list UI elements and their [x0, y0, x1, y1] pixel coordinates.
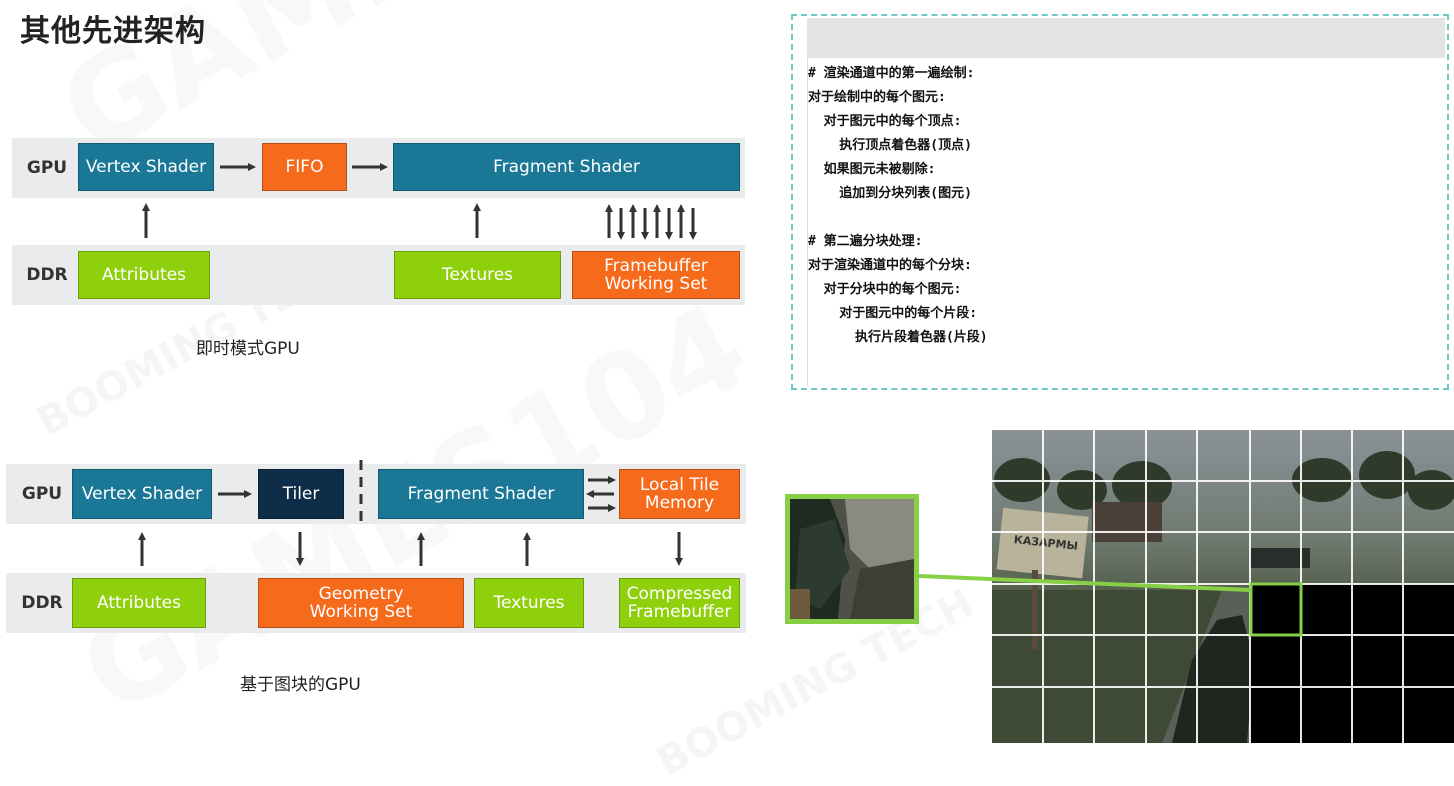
tbr-textures-box: Textures: [474, 578, 584, 628]
tbr-textures-label: Textures: [493, 593, 565, 613]
page-title: 其他先进架构: [20, 14, 206, 49]
tbr-local-tile-line1: Local Tile: [639, 475, 720, 495]
imr-fragment-shader-box: Fragment Shader: [393, 143, 740, 191]
imr-textures-box: Textures: [394, 251, 561, 299]
imr-framebuffer-box: Framebuffer Working Set: [572, 251, 740, 299]
tbr-geometry-box: Geometry Working Set: [258, 578, 464, 628]
imr-framebuffer-label: Framebuffer Working Set: [604, 257, 708, 293]
zoomed-tile-thumbnail: [785, 494, 919, 624]
imr-fragment-shader-label: Fragment Shader: [493, 157, 640, 177]
game-scene: КАЗАРМЫ: [992, 430, 1454, 743]
code-line: 执行片段着色器(片段): [808, 330, 988, 345]
code-line: 对于图元中的每个顶点:: [808, 114, 962, 129]
pseudocode-header: [807, 18, 1445, 58]
imr-framebuffer-line1: Framebuffer: [604, 256, 708, 276]
tbr-compressed-framebuffer-label: Compressed Framebuffer: [627, 585, 733, 621]
code-line: 如果图元未被剔除:: [808, 162, 936, 177]
sign-pole: [1032, 570, 1038, 650]
zoomed-tile-image: [790, 499, 914, 619]
imr-caption: 即时模式GPU: [196, 339, 300, 359]
imr-ddr-label: DDR: [26, 265, 68, 285]
tbr-vertex-shader-box: Vertex Shader: [72, 469, 212, 519]
player-character: [1172, 615, 1254, 743]
imr-attributes-box: Attributes: [78, 251, 210, 299]
zoom-connector: [918, 574, 1252, 592]
pseudocode-body: # 渲染通道中的第一遍绘制: 对于绘制中的每个图元: 对于图元中的每个顶点: 执…: [807, 58, 1445, 386]
code-line: 追加到分块列表(图元): [808, 186, 972, 201]
imr-fifo-label: FIFO: [285, 157, 324, 177]
imr-vertex-shader-label: Vertex Shader: [85, 157, 207, 177]
code-line: 执行顶点着色器(顶点): [808, 138, 972, 153]
code-line: # 渲染通道中的第一遍绘制:: [808, 66, 975, 81]
tbr-attributes-label: Attributes: [97, 593, 181, 613]
code-line: 对于绘制中的每个图元:: [808, 90, 946, 105]
tbr-geometry-line2: Working Set: [309, 602, 413, 622]
tbr-attributes-box: Attributes: [72, 578, 206, 628]
tbr-caption: 基于图块的GPU: [240, 675, 361, 695]
code-line: # 第二遍分块处理:: [808, 234, 923, 249]
code-line: 对于渲染通道中的每个分块:: [808, 258, 972, 273]
tbr-local-tile-line2: Memory: [644, 493, 715, 513]
tbr-fragment-shader-box: Fragment Shader: [378, 469, 584, 519]
tbr-ddr-label: DDR: [21, 593, 63, 613]
imr-textures-label: Textures: [441, 265, 514, 285]
pseudocode-panel: # 渲染通道中的第一遍绘制: 对于绘制中的每个图元: 对于图元中的每个顶点: 执…: [791, 14, 1449, 390]
code-line: 对于图元中的每个片段:: [808, 306, 978, 321]
tbr-geometry-line1: Geometry: [318, 584, 404, 604]
imr-attributes-label: Attributes: [102, 265, 186, 285]
house: [1092, 502, 1162, 542]
tbr-compressed-framebuffer-box: Compressed Framebuffer: [619, 578, 740, 628]
framebuffer-bidirectional-arrows: [605, 204, 697, 240]
tbr-gpu-label: GPU: [21, 484, 63, 504]
tbr-fragment-shader-label: Fragment Shader: [407, 484, 555, 504]
imr-gpu-label: GPU: [26, 158, 68, 178]
highlighted-tile: [1249, 582, 1303, 637]
tbr-tiler-label: Tiler: [282, 484, 320, 504]
tbr-local-tile-memory-box: Local Tile Memory: [619, 469, 740, 519]
vehicle: [1250, 548, 1310, 568]
imr-vertex-shader-box: Vertex Shader: [78, 143, 214, 191]
tbr-local-tile-memory-label: Local Tile Memory: [640, 476, 719, 512]
diagram-arrows: [138, 163, 697, 566]
imr-framebuffer-line2: Working Set: [604, 274, 708, 294]
tbr-geometry-label: Geometry Working Set: [310, 585, 413, 621]
tbr-tiler-box: Tiler: [258, 469, 344, 519]
tiled-game-screenshot: КАЗАРМЫ: [992, 430, 1454, 743]
tbr-compressed-line1: Compressed: [626, 584, 733, 604]
code-line: 对于分块中的每个图元:: [808, 282, 962, 297]
tbr-compressed-line2: Framebuffer: [627, 602, 732, 622]
tbr-vertex-shader-label: Vertex Shader: [81, 484, 203, 504]
imr-fifo-box: FIFO: [262, 143, 347, 191]
